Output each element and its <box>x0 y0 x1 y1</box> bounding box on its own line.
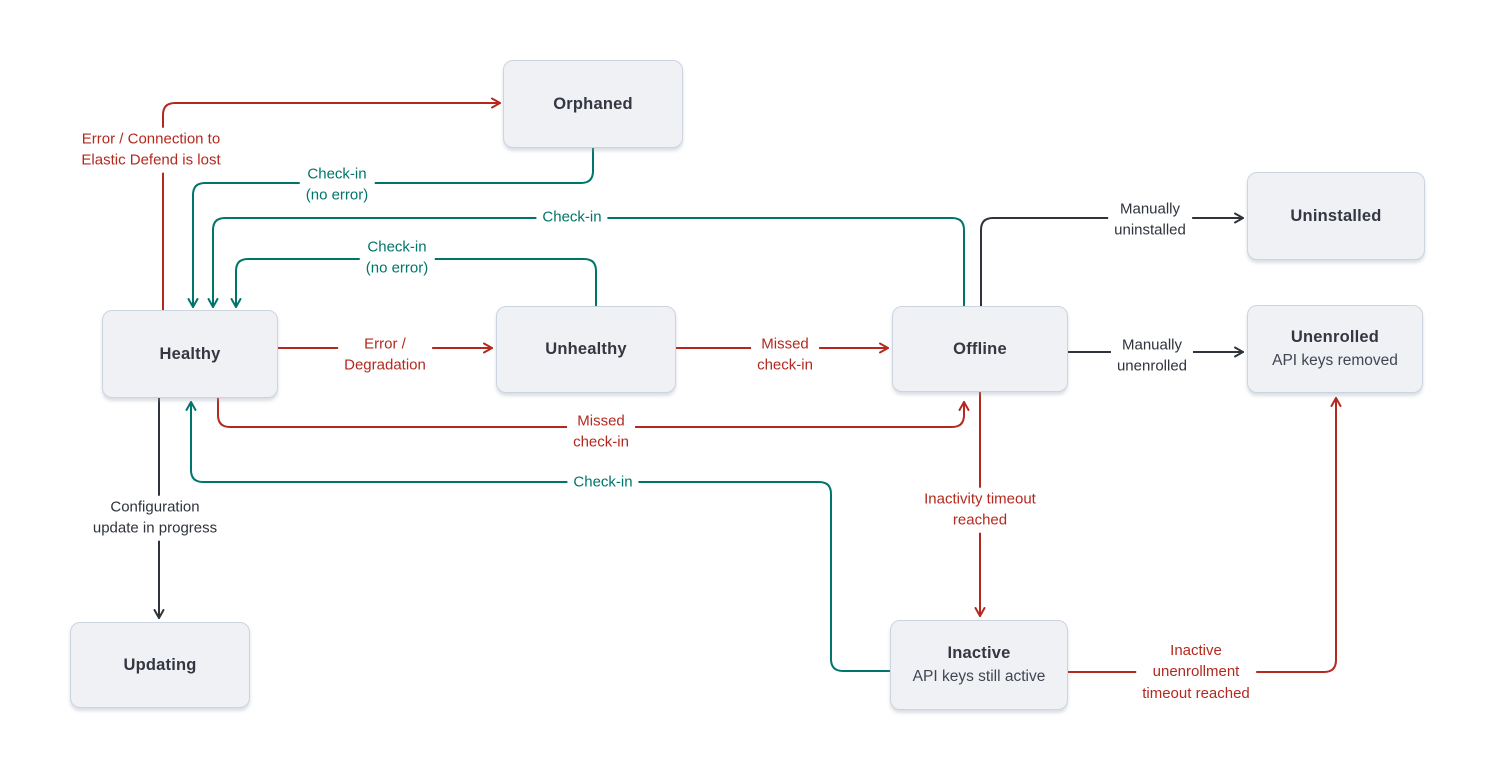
state-node-updating-label: Updating <box>123 655 197 674</box>
state-node-unhealthy-label: Unhealthy <box>545 340 627 358</box>
edge-label-offline-healthy: Check-in <box>536 205 608 229</box>
edge-label-inactive-healthy: Check-in <box>567 470 639 494</box>
state-node-offline-label: Offline <box>953 339 1007 358</box>
edge-label-unhealthy-offline: Missed check-in <box>751 332 819 378</box>
edge-label-inactive-unenrolled: Inactive unenrollment timeout reached <box>1136 639 1256 705</box>
edge-inactive-unenrolled-line <box>1067 397 1342 673</box>
state-node-offline: Offline <box>892 306 1068 392</box>
edge-offline-healthy-line <box>207 217 965 308</box>
state-node-uninstalled: Uninstalled <box>1247 172 1425 260</box>
edge-label-healthy-updating: Configuration update in progress <box>86 495 224 541</box>
state-node-unhealthy: Unhealthy <box>496 306 676 393</box>
state-node-unenrolled-sublabel: API keys removed <box>1272 352 1398 369</box>
state-node-inactive-label: Inactive <box>947 644 1011 662</box>
state-node-healthy: Healthy <box>102 310 278 398</box>
state-node-orphaned-label: Orphaned <box>553 94 633 113</box>
edge-offline-uninstalled-line <box>980 212 1244 307</box>
edge-label-healthy-unhealthy: Error / Degradation <box>338 332 432 378</box>
edge-healthy-orphaned-line <box>162 97 501 311</box>
edge-inactive-healthy-line <box>185 401 891 672</box>
state-node-inactive-sublabel: API keys still active <box>912 668 1046 685</box>
state-node-orphaned: Orphaned <box>503 60 683 148</box>
edge-orphaned-healthy-line <box>187 147 594 308</box>
edge-label-orphaned-healthy: Check-in (no error) <box>299 162 375 208</box>
edge-label-offline-uninstalled: Manually uninstalled <box>1108 197 1192 243</box>
state-node-updating: Updating <box>70 622 250 708</box>
edge-label-healthy-offline: Missed check-in <box>567 409 635 455</box>
edge-label-healthy-orphaned: Error / Connection to Elastic Defend is … <box>75 127 227 173</box>
state-node-uninstalled-label: Uninstalled <box>1290 206 1382 225</box>
state-node-unenrolled-label: Unenrolled <box>1290 328 1380 346</box>
edge-label-unhealthy-healthy: Check-in (no error) <box>359 235 435 281</box>
edge-label-offline-unenrolled: Manually unenrolled <box>1110 333 1194 379</box>
edge-label-offline-inactive: Inactivity timeout reached <box>918 487 1042 533</box>
state-node-healthy-label: Healthy <box>159 344 221 363</box>
